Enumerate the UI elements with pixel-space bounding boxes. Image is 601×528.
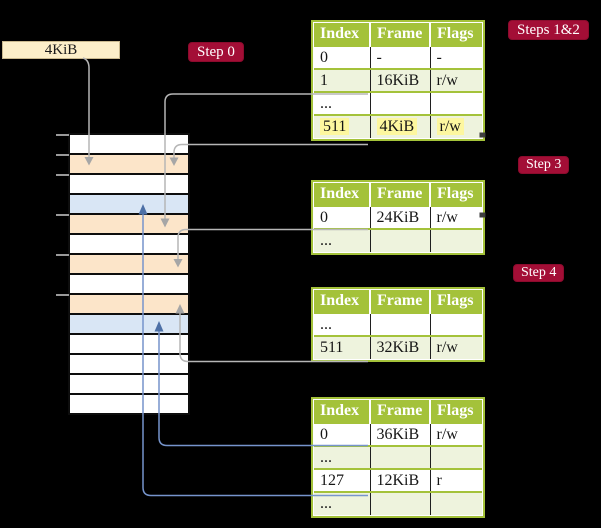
flags-cell: r/w	[430, 422, 482, 446]
frame-cell: 36KiB	[370, 422, 431, 446]
table-row: 127 12KiB r	[314, 468, 482, 492]
page-table-3: Index Frame Flags ... 511 32KiB r/w	[311, 287, 485, 362]
memory-row	[70, 275, 188, 295]
index-cell: ...	[314, 228, 371, 252]
frame-cell	[370, 91, 431, 115]
column-header: Index	[314, 23, 371, 46]
table-row: ...	[314, 445, 482, 469]
table-row: 511 32KiB r/w	[314, 335, 482, 359]
table-row: 1 16KiB r/w	[314, 68, 482, 92]
flags-cell: -	[430, 45, 482, 69]
column-header: Flags	[430, 23, 482, 46]
page-table-4: Index Frame Flags 0 36KiB r/w ... 127 12…	[311, 397, 485, 518]
index-cell: ...	[314, 312, 371, 336]
flags-cell	[430, 445, 482, 469]
table-row: ...	[314, 91, 482, 115]
physical-memory-column	[68, 133, 190, 415]
frame-cell: 24KiB	[370, 205, 431, 229]
index-cell: 127	[314, 468, 371, 492]
frame-cell	[370, 312, 431, 336]
column-header: Index	[314, 400, 371, 423]
column-header: Index	[314, 183, 371, 206]
frame-cell: 12KiB	[370, 468, 431, 492]
step-0-label: Step 0	[188, 42, 244, 62]
index-cell: 0	[314, 45, 371, 69]
memory-row	[70, 355, 188, 375]
highlight: r/w	[436, 118, 464, 135]
column-header: Flags	[430, 400, 482, 423]
frame-cell	[370, 228, 431, 252]
column-header: Flags	[430, 183, 482, 206]
root-frame-box: 4KiB	[2, 41, 120, 59]
frame-cell	[370, 445, 431, 469]
table-row: ...	[314, 491, 482, 515]
flags-cell: r/w	[430, 335, 482, 359]
steps-1-2-label: Steps 1&2	[508, 20, 589, 40]
memory-tick	[56, 254, 69, 256]
step-3-label: Step 3	[518, 156, 570, 174]
highlight: 511	[320, 118, 350, 135]
column-header: Frame	[370, 290, 431, 313]
page-table-2: Index Frame Flags 0 24KiB r/w ...	[311, 180, 485, 255]
memory-row	[70, 375, 188, 395]
column-header: Frame	[370, 183, 431, 206]
index-cell: 1	[314, 68, 371, 92]
frame-cell: 4KiB	[370, 114, 431, 138]
table-row: 0 36KiB r/w	[314, 422, 482, 446]
frame-cell: 16KiB	[370, 68, 431, 92]
memory-tick	[56, 294, 69, 296]
frame-cell	[370, 491, 431, 515]
table-row: ...	[314, 228, 482, 252]
flags-cell	[430, 312, 482, 336]
memory-row	[70, 255, 188, 275]
column-header: Frame	[370, 23, 431, 46]
step-4-label: Step 4	[513, 264, 565, 282]
memory-tick	[56, 174, 69, 176]
memory-row	[70, 215, 188, 235]
page-table-1: Index Frame Flags 0 - - 1 16KiB r/w ... …	[311, 20, 485, 141]
table-row: 0 24KiB r/w	[314, 205, 482, 229]
flags-cell	[430, 228, 482, 252]
index-cell: ...	[314, 445, 371, 469]
flags-cell	[430, 491, 482, 515]
index-cell: 511	[314, 335, 371, 359]
column-header: Frame	[370, 400, 431, 423]
table-row: ...	[314, 312, 482, 336]
arrow-t1e511-to-4kib	[173, 143, 368, 158]
frame-cell: -	[370, 45, 431, 69]
highlight: 4KiB	[376, 118, 418, 135]
flags-cell: r/w	[430, 205, 482, 229]
memory-row	[70, 335, 188, 355]
table-row-highlighted: 511 4KiB r/w	[314, 114, 482, 138]
table-row: 0 - -	[314, 45, 482, 69]
memory-row	[70, 135, 188, 155]
column-header: Index	[314, 290, 371, 313]
column-header: Flags	[430, 290, 482, 313]
index-cell: ...	[314, 491, 371, 515]
memory-tick	[56, 134, 69, 136]
memory-row	[70, 235, 188, 255]
flags-cell: r/w	[430, 114, 482, 138]
index-cell: ...	[314, 91, 371, 115]
memory-row	[70, 195, 188, 215]
memory-row	[70, 155, 188, 175]
index-cell: 0	[314, 205, 371, 229]
index-cell: 511	[314, 114, 371, 138]
index-cell: 0	[314, 422, 371, 446]
memory-row	[70, 175, 188, 195]
memory-tick	[56, 154, 69, 156]
flags-cell	[430, 91, 482, 115]
flags-cell: r	[430, 468, 482, 492]
frame-cell: 32KiB	[370, 335, 431, 359]
memory-row	[70, 315, 188, 335]
flags-cell: r/w	[430, 68, 482, 92]
memory-tick	[56, 214, 69, 216]
memory-row	[70, 395, 188, 413]
memory-row	[70, 295, 188, 315]
